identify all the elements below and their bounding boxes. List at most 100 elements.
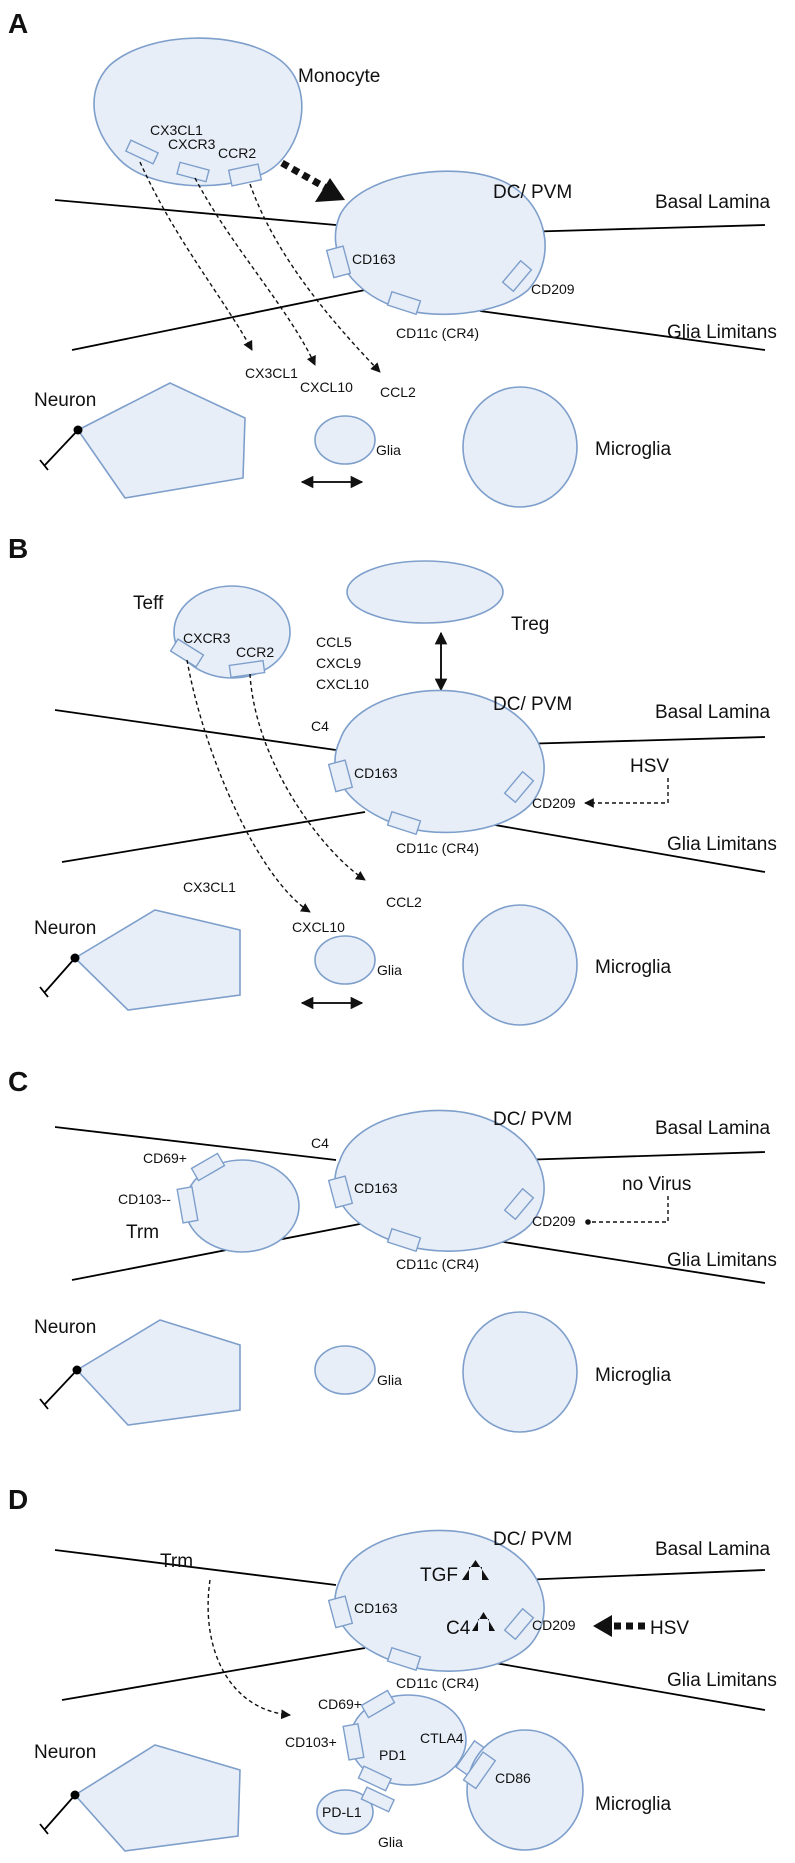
cd209-label: CD209 bbox=[532, 1213, 576, 1229]
monocyte-cell bbox=[93, 37, 303, 187]
cxcl10-top-label: CXCL10 bbox=[316, 676, 369, 692]
cd209-label: CD209 bbox=[532, 795, 576, 811]
ccr2-receptor bbox=[228, 659, 266, 679]
basal-lamina-label: Basal Lamina bbox=[655, 1118, 771, 1139]
dc-pvm-cell bbox=[334, 170, 546, 316]
neuron-label: Neuron bbox=[34, 1742, 96, 1763]
cd163-receptor bbox=[327, 1175, 354, 1209]
ccr2-receptor bbox=[227, 163, 263, 187]
panel-a-label: A bbox=[8, 8, 28, 39]
neuron-terminal bbox=[39, 1823, 49, 1835]
cd11c-receptor bbox=[386, 1646, 422, 1672]
neuron-terminal bbox=[39, 1398, 49, 1410]
glia-limitans-line bbox=[71, 1222, 366, 1281]
tgf-label: TGF bbox=[420, 1565, 458, 1586]
pdl1-label: PD-L1 bbox=[322, 1804, 362, 1820]
dc-pvm-cell bbox=[334, 1109, 545, 1252]
basal-lamina-line bbox=[519, 1151, 766, 1161]
microglia-cell bbox=[462, 904, 578, 1026]
cxcr3-receptor bbox=[176, 161, 210, 183]
neuron-terminal bbox=[39, 459, 49, 471]
neuron-soma-dot bbox=[70, 953, 80, 963]
cx3cl1-path-arrow bbox=[139, 161, 253, 351]
cxcl10-label: CXCL10 bbox=[300, 379, 353, 395]
panel-d-label: D bbox=[8, 1484, 28, 1515]
glia-label: Glia bbox=[378, 1834, 403, 1850]
glia-cell bbox=[314, 415, 376, 465]
neuron-terminal bbox=[39, 986, 49, 998]
cd163-label: CD163 bbox=[354, 765, 398, 781]
hsv-label: HSV bbox=[650, 1618, 689, 1639]
migration-arrow-head bbox=[315, 178, 345, 202]
teff-label: Teff bbox=[133, 593, 164, 614]
cxcr3-label: CXCR3 bbox=[183, 630, 231, 646]
cd69-receptor bbox=[190, 1152, 226, 1182]
trm-top-label: Trm bbox=[160, 1551, 193, 1572]
basal-lamina-line bbox=[54, 199, 337, 226]
basal-lamina-label: Basal Lamina bbox=[655, 1539, 771, 1560]
cxcl9-label: CXCL9 bbox=[316, 655, 361, 671]
glia-limitans-label: Glia Limitans bbox=[667, 1250, 777, 1271]
neuron-cell bbox=[73, 909, 241, 1011]
basal-lamina-line bbox=[54, 1126, 337, 1161]
cd163-receptor bbox=[327, 759, 354, 793]
panel-a: A Monocyte CX3CL1 bbox=[8, 8, 777, 508]
c4-label: C4 bbox=[311, 718, 329, 734]
cd163-label: CD163 bbox=[352, 251, 396, 267]
ccl2-path-arrow bbox=[249, 183, 381, 373]
pd1-label: PD1 bbox=[379, 1747, 406, 1763]
glia-limitans-line bbox=[477, 1659, 766, 1711]
neuron-axon bbox=[44, 957, 76, 993]
neuron-axon bbox=[44, 1369, 78, 1405]
neuron-axon bbox=[44, 1794, 76, 1830]
basal-lamina-line bbox=[54, 709, 337, 751]
basal-lamina-label: Basal Lamina bbox=[655, 702, 771, 723]
glia-limitans-label: Glia Limitans bbox=[667, 834, 777, 855]
migration-arrow bbox=[280, 159, 332, 194]
glia-limitans-label: Glia Limitans bbox=[667, 322, 777, 343]
glia-label: Glia bbox=[377, 962, 402, 978]
basal-lamina-label: Basal Lamina bbox=[655, 192, 771, 213]
cd209-receptor bbox=[501, 259, 533, 293]
c4-label: C4 bbox=[311, 1135, 329, 1151]
panel-b: B Teff CXCR3 CCR2 bbox=[8, 533, 777, 1026]
cxcr3-label: CXCR3 bbox=[168, 136, 216, 152]
cd86-receptor bbox=[462, 1751, 497, 1790]
cd163-label: CD163 bbox=[354, 1600, 398, 1616]
cd86-label: CD86 bbox=[495, 1770, 531, 1786]
glia-limitans-label: Glia Limitans bbox=[667, 1670, 777, 1691]
cd69-receptor bbox=[360, 1689, 396, 1719]
trm-path-arrow bbox=[207, 1579, 291, 1720]
c4-up-arrow bbox=[472, 1612, 495, 1631]
ccl2-path-arrow bbox=[249, 673, 366, 881]
cd209-receptor bbox=[503, 1187, 535, 1221]
glia-limitans-line bbox=[71, 289, 366, 351]
glia-cell bbox=[314, 935, 376, 985]
microglia-label: Microglia bbox=[595, 439, 671, 460]
glia-cell bbox=[316, 1789, 374, 1835]
glia-cell bbox=[314, 1345, 376, 1395]
microglia-label: Microglia bbox=[595, 957, 671, 978]
ctla4-label: CTLA4 bbox=[420, 1730, 464, 1746]
no-virus-endpoint bbox=[585, 1219, 591, 1225]
neuron-soma-dot bbox=[73, 425, 83, 435]
cxcl10-path-arrow bbox=[186, 659, 311, 913]
cxcl10-path-arrow bbox=[194, 177, 316, 366]
cx3cl1-target-label: CX3CL1 bbox=[245, 365, 298, 381]
cd163-label: CD163 bbox=[354, 1180, 398, 1196]
panel-c: C DC/ PVM Basal Lamina C4 CD69+ CD103-- bbox=[8, 1066, 777, 1433]
microglia-cell bbox=[462, 386, 578, 508]
ccl5-label: CCL5 bbox=[316, 634, 352, 650]
cxcl10-label: CXCL10 bbox=[292, 919, 345, 935]
neuron-cell bbox=[76, 382, 246, 499]
glia-limitans-line bbox=[477, 1237, 766, 1284]
no-virus-label: no Virus bbox=[622, 1174, 691, 1195]
cd11c-receptor bbox=[386, 810, 422, 836]
cd209-label: CD209 bbox=[531, 281, 575, 297]
dc-pvm-label: DC/ PVM bbox=[493, 1109, 572, 1130]
cd69-label: CD69+ bbox=[318, 1696, 362, 1712]
pdl1-receptor bbox=[360, 1786, 396, 1813]
neuron-cell bbox=[75, 1319, 241, 1426]
hsv-arrow-head bbox=[593, 1615, 612, 1637]
cd163-receptor bbox=[325, 245, 352, 279]
